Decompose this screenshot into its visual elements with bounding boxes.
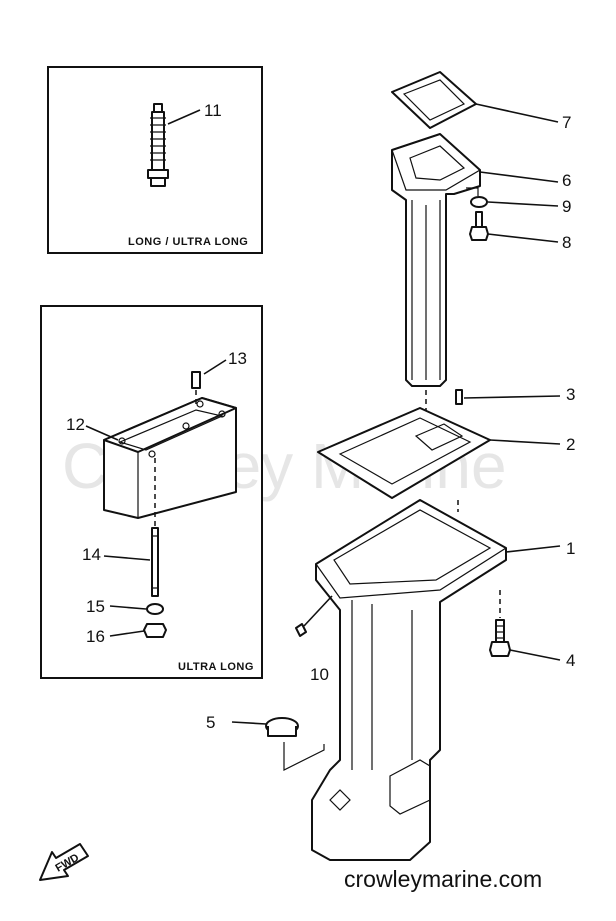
website-url: crowleymarine.com — [344, 866, 542, 892]
fwd-label: FWD — [54, 852, 82, 875]
part-7-gasket — [391, 71, 477, 129]
callout-7: 7 — [562, 113, 571, 132]
part-16-nut — [143, 623, 167, 638]
inset-box-ultra-long: ULTRA LONG — [40, 305, 263, 679]
part-14-stud-bolt — [151, 527, 159, 597]
callout-14: 14 — [82, 545, 101, 564]
callout-13: 13 — [228, 349, 247, 368]
leader-lines — [231, 103, 561, 725]
callout-16: 16 — [86, 627, 105, 646]
part-13-dowel-pin — [191, 371, 201, 389]
callout-12: 12 — [66, 415, 85, 434]
part-11-hose-nipple — [147, 103, 169, 187]
callout-6: 6 — [562, 171, 571, 190]
callout-11: 11 — [204, 101, 222, 120]
callout-9: 9 — [562, 197, 571, 216]
callout-5: 5 — [206, 713, 215, 732]
fwd-arrow-icon: FWD — [39, 843, 89, 881]
part-9-washer — [470, 196, 488, 208]
callout-1: 1 — [566, 539, 575, 558]
callout-10: 10 — [310, 665, 329, 684]
part-4-bolt — [489, 590, 511, 657]
part-3-dowel-pin — [455, 389, 463, 405]
callout-labels: 1 2 3 4 5 6 7 8 9 10 11 12 13 14 15 16 — [66, 101, 575, 732]
part-12-spacer-plate — [103, 397, 237, 519]
part-1-upper-casing — [311, 499, 508, 861]
part-8-bolt — [469, 211, 489, 241]
callout-15: 15 — [86, 597, 105, 616]
callout-8: 8 — [562, 233, 571, 252]
callout-2: 2 — [566, 435, 575, 454]
caption-long-ultra-long: LONG / ULTRA LONG — [128, 236, 248, 248]
part-10-dowel-pin — [295, 623, 307, 637]
part-6-exhaust-guide — [391, 133, 482, 387]
part-2-gasket — [317, 407, 491, 499]
inset-box-long: LONG / ULTRA LONG — [47, 66, 263, 254]
part-15-washer — [146, 603, 164, 615]
part-5-grommet — [265, 717, 325, 771]
callout-4: 4 — [566, 651, 575, 670]
caption-ultra-long: ULTRA LONG — [178, 661, 254, 673]
callout-3: 3 — [566, 385, 575, 404]
